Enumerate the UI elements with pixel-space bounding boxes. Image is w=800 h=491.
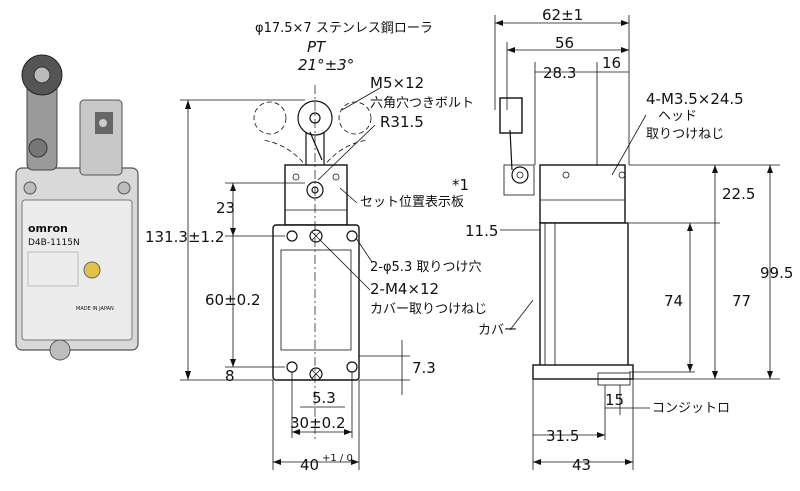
dim-40-tolerance-label: +1 / 0 — [322, 453, 353, 464]
dim-99-5-label: 99.5 — [760, 264, 793, 282]
cover-screws-label: 2-M4×12 — [370, 280, 439, 298]
side-dimensions — [494, 15, 780, 470]
dim-43-label: 43 — [572, 456, 591, 474]
dim-7-3-label: 7.3 — [412, 359, 436, 377]
dim-22-5-label: 22.5 — [722, 185, 755, 203]
dim-16-label: 16 — [602, 54, 621, 72]
pt-label: PT — [307, 38, 327, 56]
front-dimensions — [180, 87, 410, 470]
front-view-drawing — [253, 85, 372, 440]
cover-label: カバー — [478, 323, 517, 338]
plate-mark-label: *1 — [452, 176, 469, 194]
conduit-label: コンジットロ — [652, 401, 730, 416]
photo-model-text: D4B-1115N — [28, 238, 80, 248]
head-screws-note2-label: 取りつけねじ — [646, 127, 724, 142]
mount-holes-label: 2-φ5.3 取りつけ穴 — [370, 260, 481, 275]
dim-5-3-label: 5.3 — [312, 389, 336, 407]
dim-60-label: 60±0.2 — [205, 291, 261, 309]
dim-30-label: 30±0.2 — [290, 414, 346, 432]
plate-label: セット位置表示板 — [360, 195, 464, 210]
cover-screws-note-label: カバー取りつけねじ — [370, 302, 487, 317]
dim-56-label: 56 — [555, 34, 574, 52]
dim-74-label: 74 — [664, 292, 683, 310]
dim-15-label: 15 — [605, 391, 624, 409]
bolt-note-label: 六角穴つきボルト — [370, 96, 474, 111]
dim-62-label: 62±1 — [542, 6, 583, 24]
side-view-drawing — [499, 97, 634, 386]
dim-8-label: 8 — [225, 367, 235, 385]
bolt-label: M5×12 — [370, 74, 424, 92]
dim-40-label: 40 — [300, 456, 319, 474]
dim-23-label: 23 — [216, 199, 235, 217]
dim-11-5-label: 11.5 — [465, 222, 498, 240]
photo-made-in-text: MADE IN JAPAN — [76, 306, 114, 312]
roller-spec-label: φ17.5×7 ステンレス鋼ローラ — [255, 21, 433, 36]
head-screws-note-label: ヘッド — [658, 109, 697, 124]
product-photo: omron D4B-1115N MADE IN JAPAN — [15, 54, 139, 361]
angle-label: 21°±3° — [298, 56, 354, 74]
dim-77-label: 77 — [732, 292, 751, 310]
photo-brand-text: omron — [28, 222, 68, 235]
dim-31-5-label: 31.5 — [546, 427, 579, 445]
head-screws-label: 4-M3.5×24.5 — [646, 90, 744, 108]
dim-28-3-label: 28.3 — [543, 64, 576, 82]
radius-label: R31.5 — [380, 113, 424, 131]
dim-total-height-label: 131.3±1.2 — [145, 228, 224, 246]
